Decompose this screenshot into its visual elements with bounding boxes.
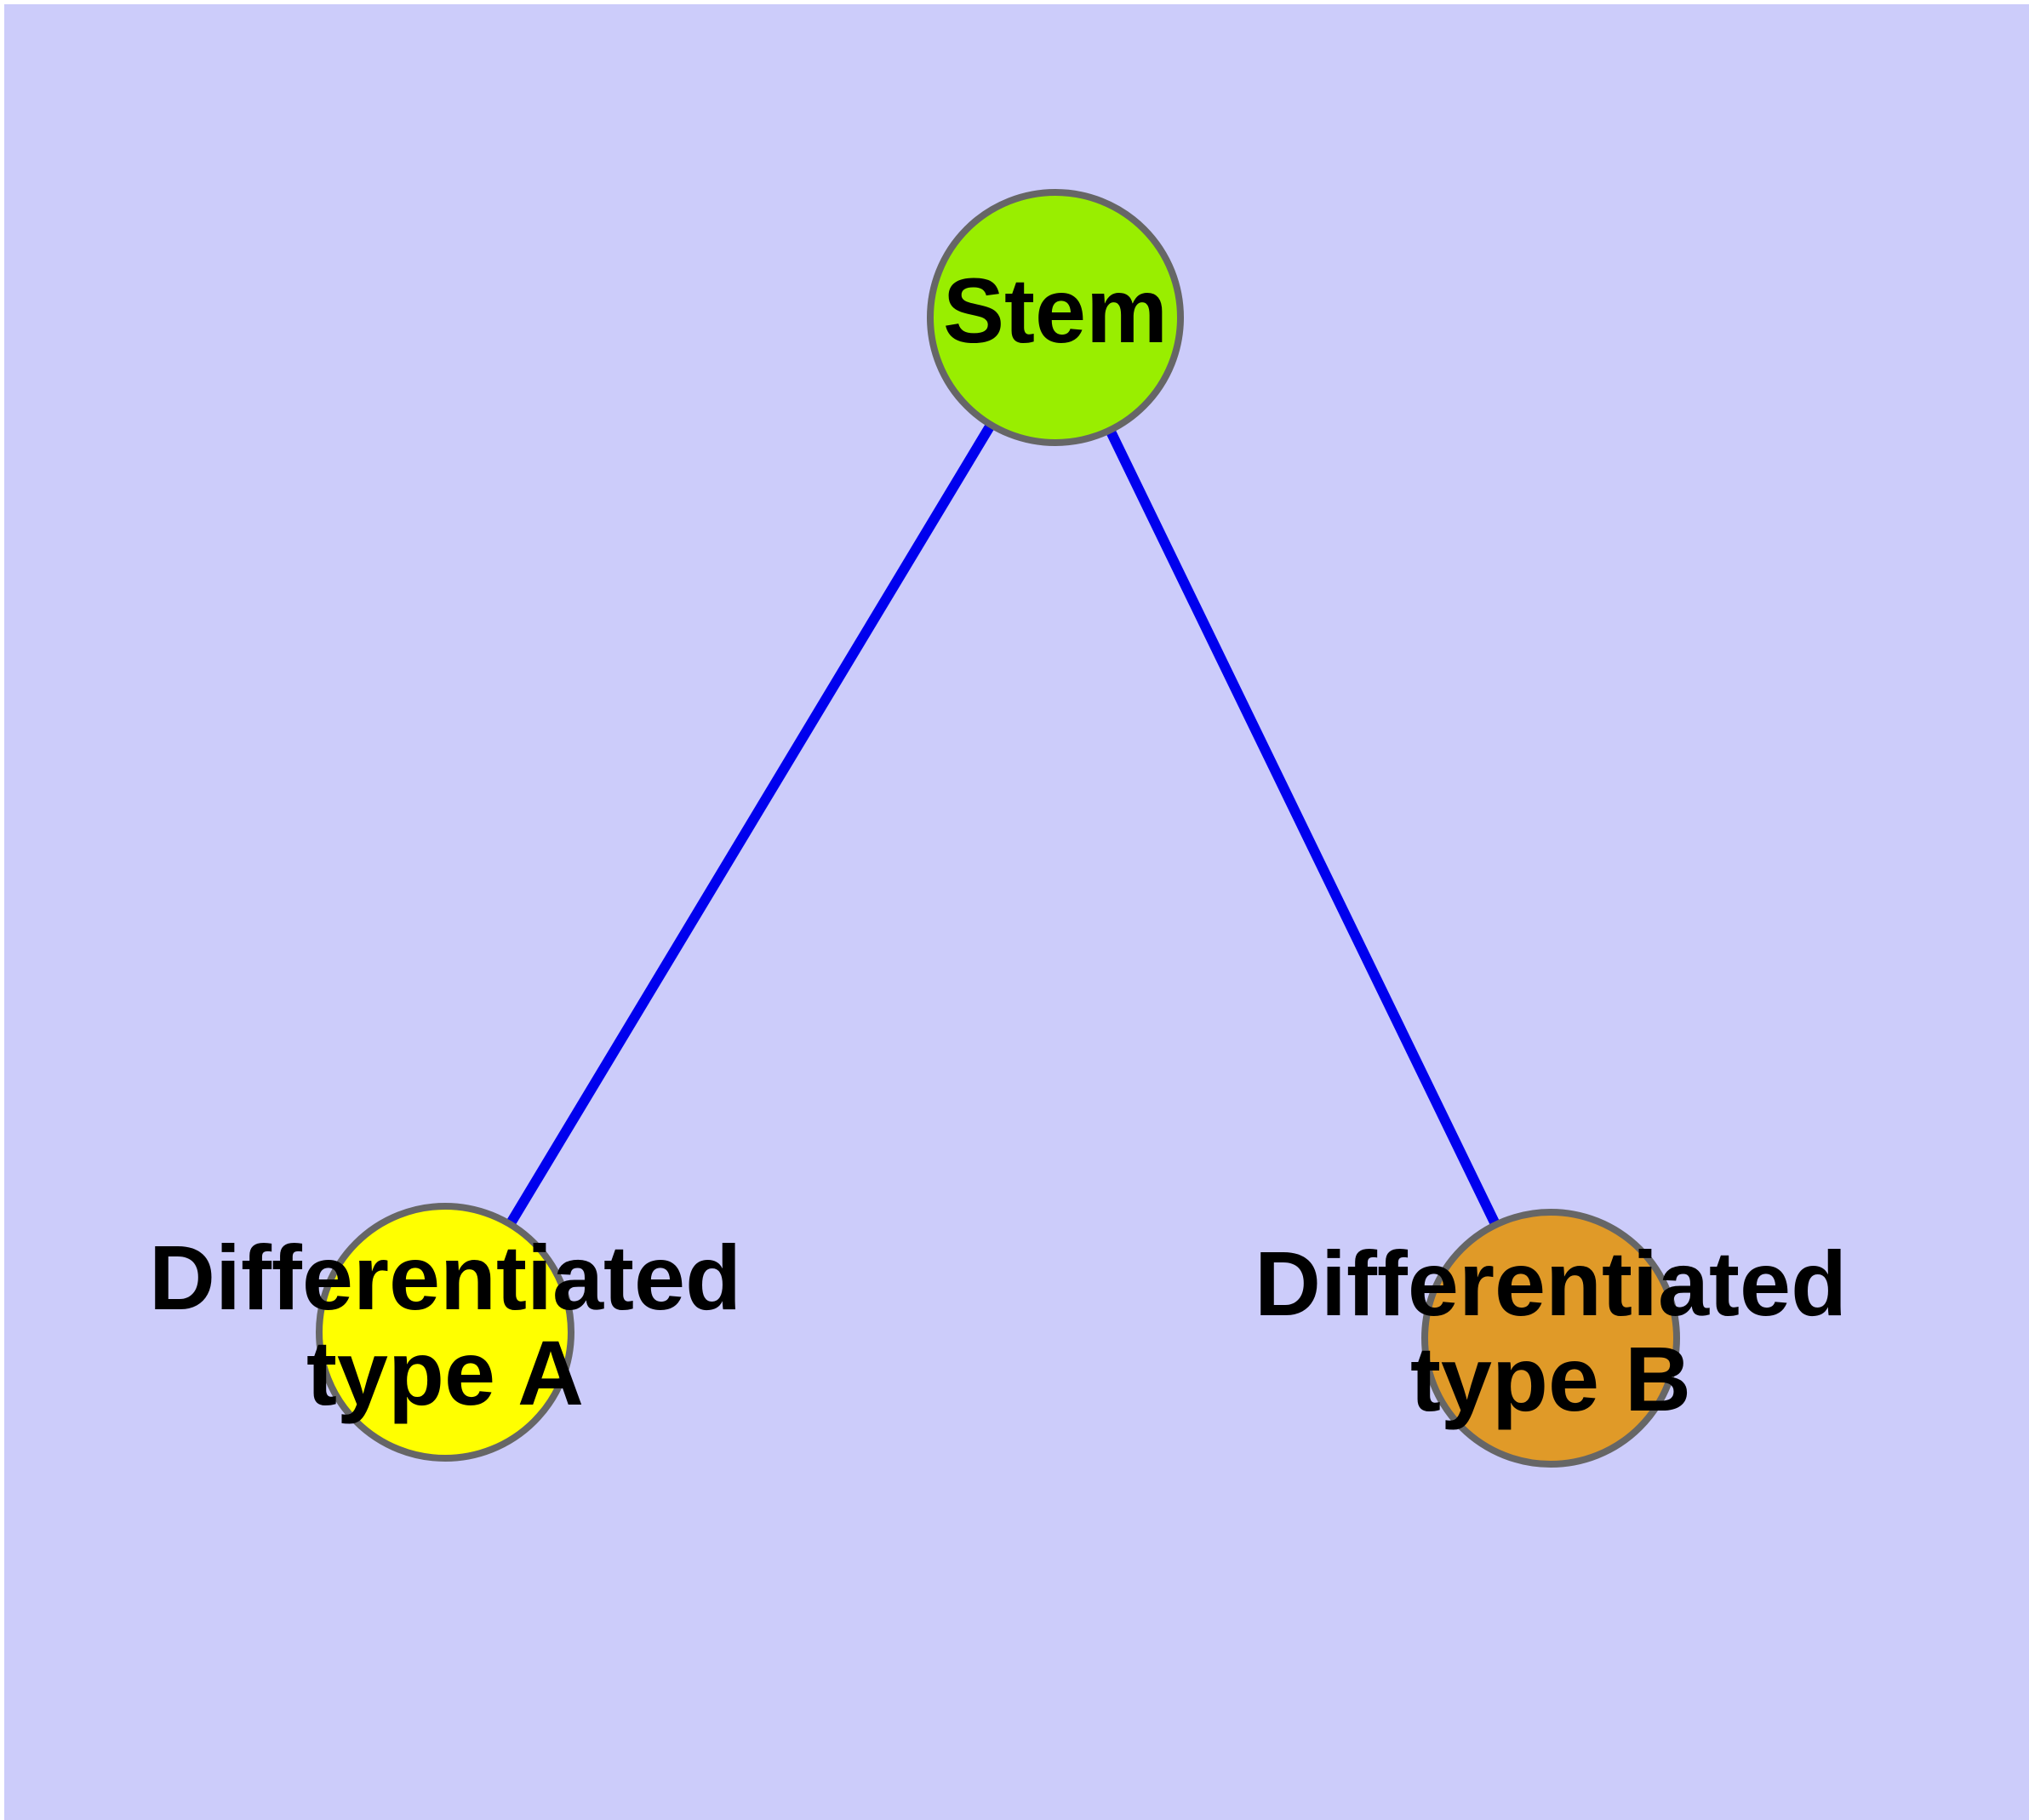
edges-layer [506, 423, 1500, 1226]
graph-edge-stem-diff_b[interactable] [1106, 429, 1500, 1226]
graph-node-stem[interactable]: Stem [927, 189, 1184, 446]
graph-edge-stem-diff_a[interactable] [506, 423, 995, 1226]
node-label-line: type A [306, 1321, 584, 1424]
node-circle-stem[interactable] [927, 189, 1184, 446]
node-label-line: Differentiated [149, 1226, 741, 1329]
node-circle-diff_a[interactable] [316, 1203, 574, 1462]
node-circle-diff_b[interactable] [1421, 1209, 1680, 1468]
node-label-line: type B [1410, 1327, 1691, 1430]
node-label-line: Stem [943, 259, 1168, 362]
node-label-line: Differentiated [1255, 1232, 1847, 1335]
node-label-stem: Stem [943, 259, 1168, 362]
